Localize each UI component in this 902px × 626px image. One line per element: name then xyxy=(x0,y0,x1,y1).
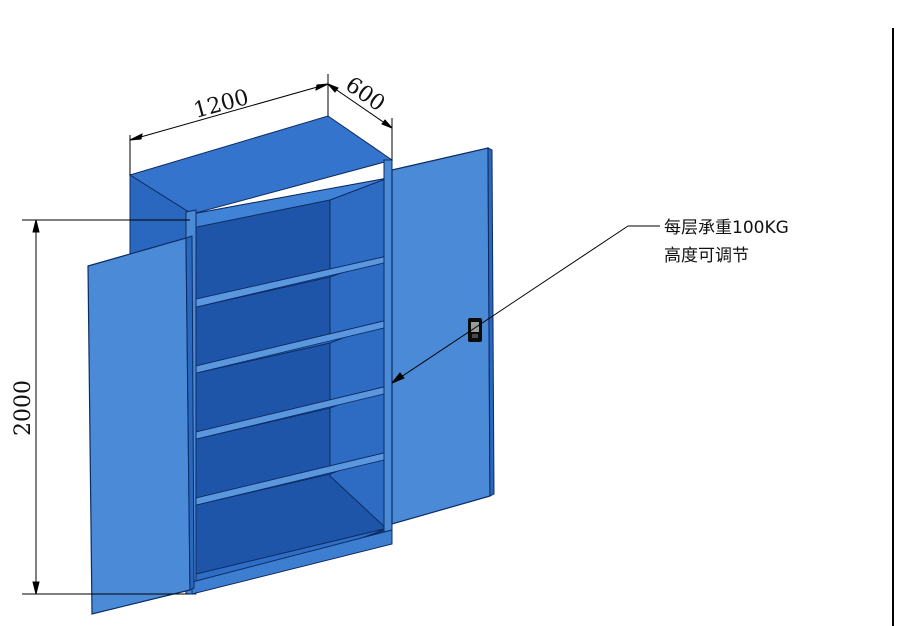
left-door-edge xyxy=(185,235,195,591)
cabinet-front-right-edge xyxy=(383,159,393,533)
annotation-note: 每层承重100KG 高度可调节 xyxy=(664,214,789,270)
cabinet-base xyxy=(191,529,393,595)
left-door xyxy=(87,237,191,615)
width-label: 1200 xyxy=(191,85,252,124)
height-label: 2000 xyxy=(11,380,36,436)
depth-label: 600 xyxy=(341,72,390,117)
lock-icon xyxy=(468,318,482,342)
width-dimension xyxy=(129,74,329,175)
annotation-leader xyxy=(391,225,660,384)
height-dimension xyxy=(22,219,190,595)
right-door-edge xyxy=(487,147,495,497)
cabinet-interior-right xyxy=(329,177,389,532)
depth-dimension xyxy=(327,83,393,160)
annotation-line-2: 高度可调节 xyxy=(664,246,749,266)
annotation-line-1: 每层承重100KG xyxy=(664,218,789,238)
